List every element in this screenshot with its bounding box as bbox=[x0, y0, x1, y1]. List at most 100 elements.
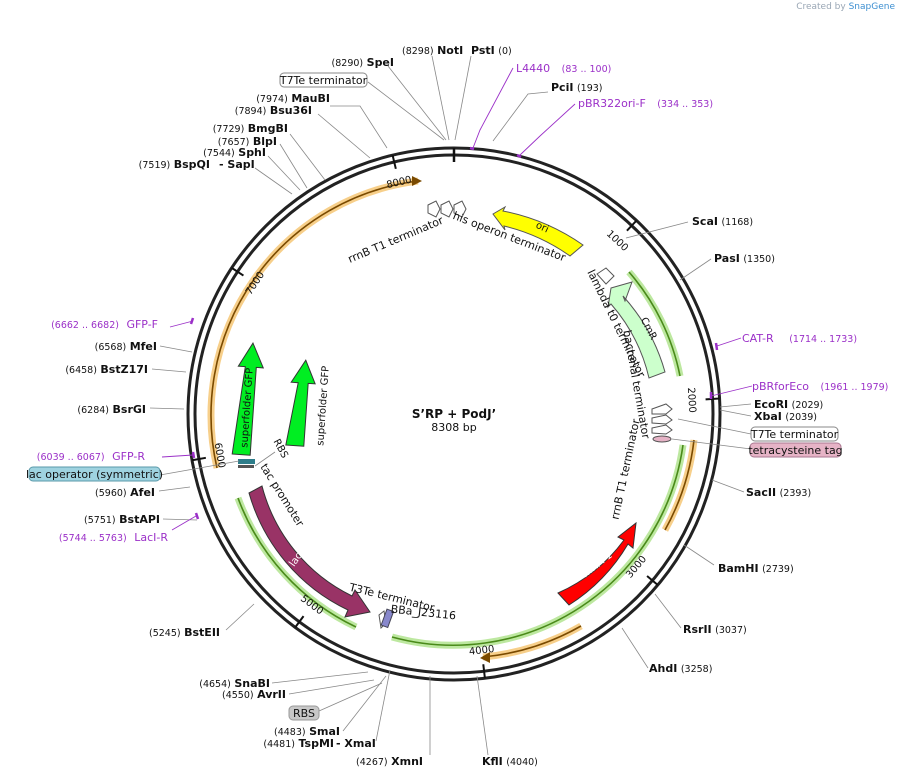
site-sapi: - SapI bbox=[219, 158, 255, 171]
bp-tick-3000 bbox=[646, 575, 659, 586]
site-bsrgi: (6284) BsrGI bbox=[77, 403, 146, 416]
site-afei: (5960) AfeI bbox=[95, 486, 155, 499]
bp-tick-2000 bbox=[705, 397, 720, 401]
pos-pcii: (193) bbox=[577, 83, 603, 94]
t7te-top-label: T7Te terminator bbox=[279, 74, 368, 87]
leader-afei bbox=[158, 486, 191, 492]
sfgfp1-arrow bbox=[231, 342, 265, 456]
leader-noti bbox=[431, 55, 450, 141]
pos-rsrii: (3037) bbox=[715, 625, 747, 636]
name-bamhi: BamHI bbox=[718, 562, 759, 575]
pos-afei: (5960) bbox=[95, 488, 127, 499]
site-pasi: PasI (1350) bbox=[714, 252, 775, 265]
name-xbai: XbaI bbox=[754, 410, 782, 423]
label-sfgfp2: superfolder GFP bbox=[315, 366, 332, 446]
name-bstapi: BstAPI bbox=[119, 513, 160, 526]
site-maubi: (7974) MauBI bbox=[256, 92, 330, 105]
bp-tick-4000 bbox=[482, 664, 486, 679]
primer-range-lacir: (5744 .. 5763) bbox=[59, 533, 127, 544]
leader-lacir bbox=[171, 515, 197, 531]
site-bsteii: (5245) BstEII bbox=[149, 626, 220, 639]
pos-bsteii: (5245) bbox=[149, 628, 181, 639]
pos-bstapi: (5751) bbox=[84, 515, 116, 526]
mark-catr bbox=[714, 342, 719, 351]
orange-arrowhead-top bbox=[412, 176, 422, 186]
lac-operator-box bbox=[28, 466, 161, 482]
primer-gfpf: (6662 .. 6682) GFP-F bbox=[51, 318, 158, 331]
leader-bstapi bbox=[162, 518, 198, 521]
site-scai: ScaI (1168) bbox=[692, 215, 753, 228]
leader-ecori bbox=[719, 403, 752, 408]
site-xmni: (4267) XmnI bbox=[356, 755, 423, 768]
site-bstapi: (5751) BstAPI bbox=[84, 513, 160, 526]
primer-name-gfpr: GFP-R bbox=[112, 450, 145, 463]
name-scai: ScaI bbox=[692, 215, 718, 228]
site-avrii: (4550) AvrII bbox=[222, 688, 286, 701]
primer-name-pbrforeco: pBRforEco bbox=[752, 380, 809, 393]
name-xmni: XmnI bbox=[391, 755, 423, 768]
bp-tick-label-2000: 2000 bbox=[685, 387, 697, 413]
label-rrnb-top: rrnB T1 terminator bbox=[346, 214, 446, 266]
label-rrnb-right: rrnB T1 terminator bbox=[609, 417, 643, 520]
pos-sacii: (2393) bbox=[780, 488, 812, 499]
name-bsu36i: Bsu36I bbox=[270, 104, 312, 117]
tetracysteine-box bbox=[749, 442, 842, 458]
leader-maubi bbox=[330, 105, 388, 149]
bba-glyph bbox=[380, 608, 395, 629]
site-ecori: EcoRI (2029) bbox=[754, 398, 823, 411]
cmr-arrow bbox=[607, 281, 666, 379]
name-smai: SmaI bbox=[309, 725, 340, 738]
site-sphi: (7544) SphI bbox=[203, 146, 266, 159]
plasmid-name: S’RP + PodJ’ bbox=[412, 407, 496, 421]
name-bspqi: BspQI bbox=[174, 158, 210, 171]
pos-ecori: (2029) bbox=[792, 400, 824, 411]
site-noti: (8298) NotI bbox=[402, 44, 463, 57]
snapgene-brand: SnapGene bbox=[848, 2, 895, 12]
primer-pbr322: pBR322ori-F (334 .. 353) bbox=[578, 97, 713, 110]
leader-t7te-right bbox=[677, 418, 752, 435]
leader-xbai bbox=[719, 409, 752, 417]
bp-tick-label-4000: 4000 bbox=[468, 644, 495, 658]
pos-avrii: (4550) bbox=[222, 690, 254, 701]
lac-operator-glyph bbox=[238, 459, 255, 464]
primer-lacir: (5744 .. 5763) LacI-R bbox=[59, 531, 168, 544]
ori-arrow bbox=[492, 205, 584, 257]
terminator-glyph-1 bbox=[427, 200, 441, 218]
name-snabi: SnaBI bbox=[234, 677, 270, 690]
primer-marks bbox=[189, 146, 719, 520]
site-xbai: XbaI (2039) bbox=[754, 410, 817, 423]
pos-blpi: (7657) bbox=[218, 137, 250, 148]
terminator-glyph-5 bbox=[651, 403, 673, 415]
pos-psti: (0) bbox=[498, 46, 511, 57]
mark-lacir bbox=[194, 512, 200, 520]
mark-gfpr bbox=[191, 451, 196, 459]
name-bsrgi: BsrGI bbox=[113, 403, 146, 416]
name-pcii: PciI bbox=[551, 81, 573, 94]
pos-bamhi: (2739) bbox=[762, 564, 794, 575]
leader-sapi bbox=[254, 167, 293, 195]
leader-lac-operator bbox=[159, 460, 240, 476]
leader-pcii bbox=[492, 91, 549, 142]
name-tspmi: TspMI bbox=[298, 737, 334, 750]
bp-tick-6000 bbox=[191, 456, 207, 462]
label-ori: ori bbox=[534, 220, 550, 235]
sfgfp2-arrow bbox=[285, 359, 316, 447]
terminator-glyph-3 bbox=[453, 200, 467, 218]
leader-kfli bbox=[476, 675, 489, 756]
leader-lines bbox=[149, 55, 752, 756]
primer-pbrforeco: pBRforEco (1961 .. 1979) bbox=[752, 380, 888, 393]
name-bstz17i: BstZ17I bbox=[100, 363, 148, 376]
name-sacii: SacII bbox=[746, 486, 776, 499]
leader-pbr322 bbox=[519, 103, 576, 156]
name-xmai: - XmaI bbox=[336, 737, 376, 750]
site-ahdi: AhdI (3258) bbox=[649, 662, 712, 675]
orange-arc-right-core bbox=[664, 439, 695, 531]
leader-sacii bbox=[711, 479, 745, 493]
leader-ahdi bbox=[621, 627, 649, 669]
leader-xmai bbox=[375, 669, 391, 742]
rbs-glyph bbox=[238, 465, 254, 468]
bp-tick-label-6000: 6000 bbox=[212, 442, 227, 469]
name-rsrii: RsrII bbox=[683, 623, 712, 636]
leader-rbs-inner bbox=[254, 451, 276, 467]
